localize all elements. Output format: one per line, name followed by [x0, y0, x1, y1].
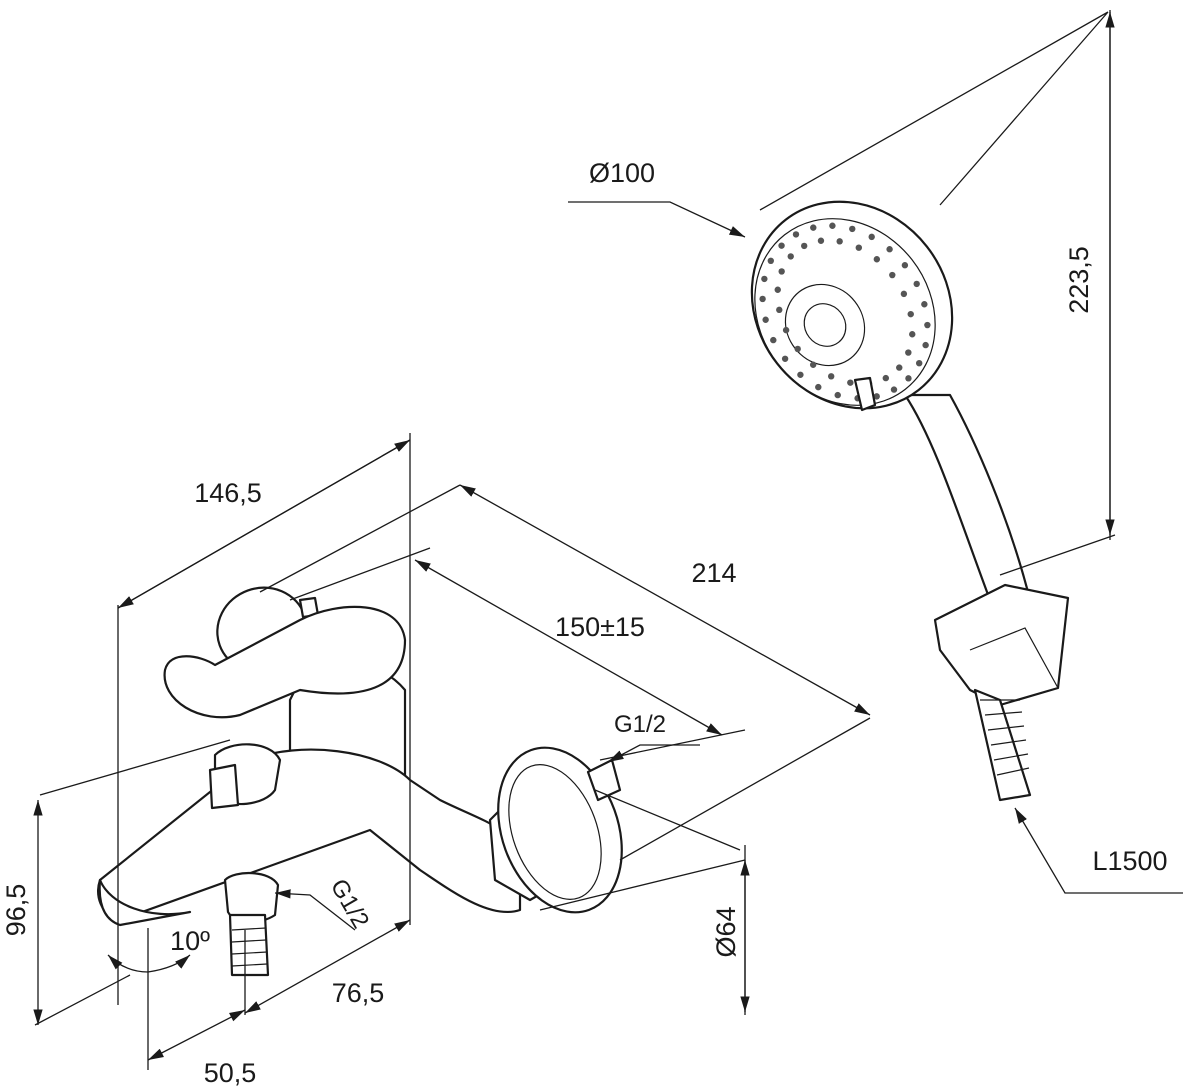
mixer-body [97, 586, 623, 977]
dimension-lines [33, 11, 1183, 1061]
nozzle-dot [921, 301, 928, 308]
nozzle-dot [855, 244, 863, 251]
nozzle-dot [868, 233, 875, 241]
label-spout-angle: 10º [170, 926, 210, 956]
nozzle-dot [886, 246, 893, 253]
nozzle-dot [915, 359, 923, 367]
nozzle-dot [900, 290, 908, 298]
nozzle-dot [792, 231, 800, 238]
label-spout-projection: 50,5 [204, 1058, 257, 1088]
nozzle-dot [759, 295, 766, 303]
nozzle-dot [882, 374, 890, 382]
nozzle-dot [809, 361, 817, 368]
label-spout-offset: 76,5 [332, 978, 385, 1008]
nozzle-dot [800, 242, 808, 250]
nozzle-dot [797, 371, 804, 378]
label-mixer-depth: 146,5 [194, 478, 262, 508]
nozzle-dot [922, 341, 929, 349]
nozzle-dot [827, 373, 835, 380]
nozzle-dot [834, 391, 841, 399]
nozzle-dot [907, 310, 914, 318]
nozzle-dot [774, 286, 781, 293]
nozzle-dot [924, 321, 931, 329]
nozzle-dot [761, 275, 768, 283]
nozzle-dot [781, 355, 789, 362]
nozzle-dot [890, 386, 898, 393]
nozzle-dot [782, 326, 790, 334]
nozzle-dot [905, 375, 912, 382]
nozzle-dot [913, 280, 920, 288]
nozzle-dot [778, 242, 785, 249]
label-shower-height: 223,5 [1064, 246, 1094, 314]
nozzle-dot [901, 262, 909, 269]
nozzle-dot [836, 238, 843, 245]
nozzle-dot [829, 222, 836, 229]
hand-shower [750, 200, 1070, 802]
nozzle-dot [770, 336, 777, 344]
label-height: 96,5 [1, 884, 31, 937]
label-inlet-thread: G1/2 [614, 711, 666, 738]
nozzle-dot [905, 349, 912, 356]
nozzle-dot [776, 306, 783, 314]
nozzle-dot [794, 345, 801, 353]
nozzle-dot [762, 316, 769, 323]
label-shower-diameter: Ø100 [589, 158, 655, 188]
label-total-length: 214 [691, 558, 736, 588]
nozzle-dot [849, 225, 856, 233]
label-hose-length: L1500 [1092, 846, 1167, 876]
nozzle-dot [847, 379, 854, 386]
label-center-distance: 150±15 [555, 612, 645, 642]
nozzle-dot [767, 257, 775, 265]
nozzle-dot [817, 237, 825, 244]
nozzle-dot [873, 256, 881, 263]
label-outlet-thread: G1/2 [325, 875, 374, 934]
nozzle-dot [778, 268, 785, 275]
nozzle-dot [787, 253, 794, 260]
nozzle-dot [896, 364, 903, 371]
label-flange-diameter: Ø64 [711, 906, 741, 957]
nozzle-dot [810, 224, 817, 231]
nozzle-dot [873, 393, 880, 400]
nozzle-dot [815, 383, 822, 391]
nozzle-dot [889, 271, 896, 279]
nozzle-dot [909, 331, 916, 338]
